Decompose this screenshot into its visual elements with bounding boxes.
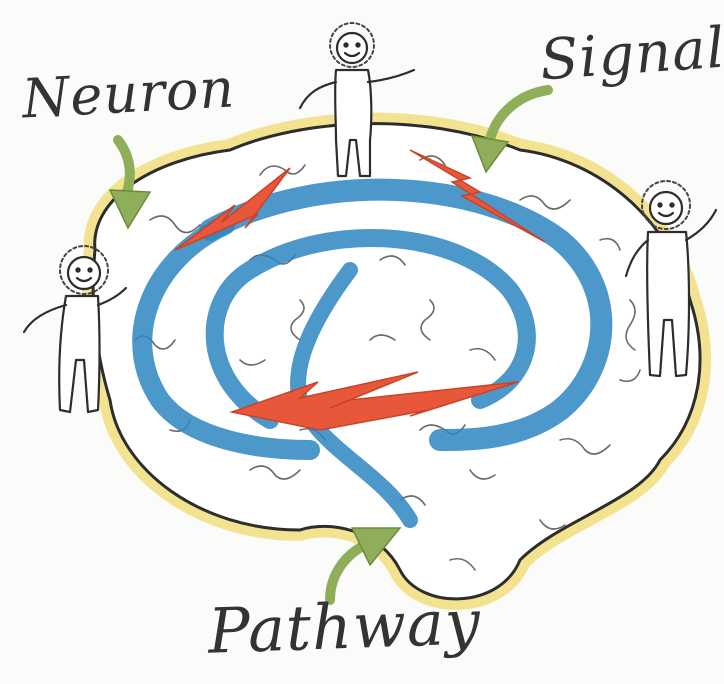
pathway-label: Pathway	[207, 585, 482, 667]
neuron-label: Neuron	[20, 56, 236, 130]
signal-label: Signal	[538, 16, 724, 94]
